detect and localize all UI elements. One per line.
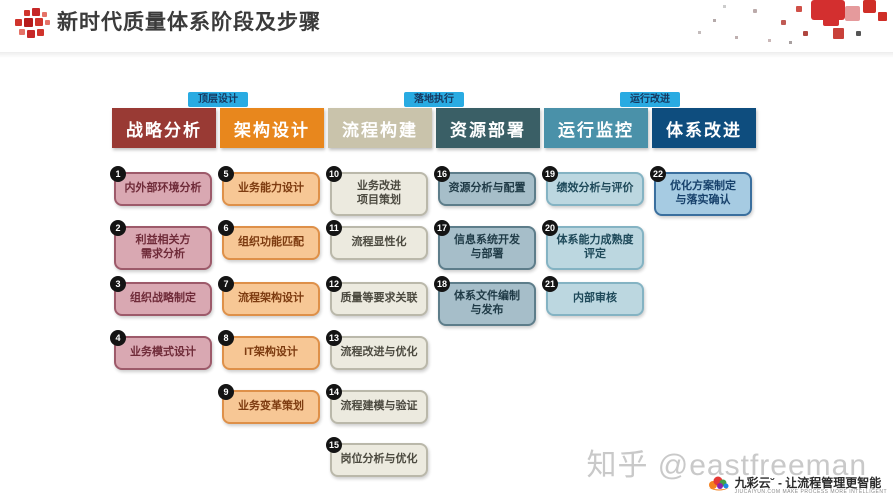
step-number-badge: 4	[110, 330, 126, 346]
step-box-11: 11 流程显性化	[326, 220, 428, 260]
step-label: 业务模式设计	[130, 346, 196, 359]
step-box-9: 9 业务变革策划	[218, 384, 320, 424]
step-label: 流程建模与验证	[340, 400, 418, 413]
step-label: 绩效分析与评价	[556, 182, 634, 195]
step-label: 流程显性化	[351, 236, 407, 249]
step-number-badge: 3	[110, 276, 126, 292]
stage-header-process-construction: 流程构建	[328, 108, 432, 148]
step-number-badge: 9	[218, 384, 234, 400]
step-number-badge: 11	[326, 220, 342, 236]
step-label: 业务能力设计	[238, 182, 304, 195]
step-label: 业务变革策划	[238, 400, 304, 413]
page-title: 新时代质量体系阶段及步骤	[57, 11, 321, 34]
step-number-badge: 17	[434, 220, 450, 236]
step-label: 体系能力成熟度 评定	[556, 234, 634, 260]
step-label: 信息系统开发 与部署	[454, 234, 520, 260]
step-label: 业务改进 项目策划	[357, 180, 401, 206]
step-number-badge: 5	[218, 166, 234, 182]
footer-brand: 九彩云˘ - 让流程管理更智能 JIUCAIYUN.COM MAKE PROCE…	[707, 475, 887, 497]
phase-tag-1: 落地执行	[404, 92, 464, 107]
stage-header-system-improvement: 体系改进	[652, 108, 756, 148]
step-label: 内部审核	[573, 292, 617, 305]
footer-brand-line: 九彩云˘ - 让流程管理更智能	[734, 476, 882, 490]
step-label: 资源分析与配置	[448, 182, 526, 195]
step-number-badge: 12	[326, 276, 342, 292]
step-box-10: 10 业务改进 项目策划	[326, 166, 428, 216]
step-label: 质量等要求关联	[340, 292, 418, 305]
stage-header-operation-monitoring: 运行监控	[544, 108, 648, 148]
step-number-badge: 20	[542, 220, 558, 236]
step-box-3: 3 组织战略制定	[110, 276, 212, 316]
step-label: 组织功能匹配	[238, 236, 304, 249]
brand-squares-icon	[15, 8, 51, 45]
phase-tag-0: 顶层设计	[188, 92, 248, 107]
step-label: 利益相关方 需求分析	[135, 234, 191, 260]
step-number-badge: 14	[326, 384, 342, 400]
step-box-21: 21 内部审核	[542, 276, 644, 316]
step-label: IT架构设计	[244, 346, 298, 359]
step-number-badge: 21	[542, 276, 558, 292]
step-label: 优化方案制定 与落实确认	[670, 180, 736, 206]
step-number-badge: 19	[542, 166, 558, 182]
step-number-badge: 16	[434, 166, 450, 182]
step-box-4: 4 业务模式设计	[110, 330, 212, 370]
title-bar: 新时代质量体系阶段及步骤	[0, 0, 893, 52]
step-box-6: 6 组织功能匹配	[218, 220, 320, 260]
step-box-2: 2 利益相关方 需求分析	[110, 220, 212, 270]
stage-header-resource-deployment: 资源部署	[436, 108, 540, 148]
step-number-badge: 8	[218, 330, 234, 346]
step-label: 内外部环境分析	[124, 182, 202, 195]
step-number-badge: 22	[650, 166, 666, 182]
step-number-badge: 2	[110, 220, 126, 236]
phase-tag-2: 运行改进	[620, 92, 680, 107]
watermark: 知乎 @eastfreeman	[586, 449, 867, 482]
step-label: 体系文件编制 与发布	[454, 290, 520, 316]
step-number-badge: 15	[326, 437, 342, 453]
confetti-decoration-icon	[693, 0, 893, 53]
step-number-badge: 7	[218, 276, 234, 292]
step-number-badge: 10	[326, 166, 342, 182]
step-label: 组织战略制定	[130, 292, 196, 305]
step-label: 流程架构设计	[238, 292, 304, 305]
step-number-badge: 1	[110, 166, 126, 182]
step-label: 流程改进与优化	[340, 346, 418, 359]
step-number-badge: 18	[434, 276, 450, 292]
step-number-badge: 6	[218, 220, 234, 236]
cloud-logo-icon	[707, 475, 731, 497]
footer-sub-line: JIUCAIYUN.COM MAKE PROCESS MORE INTELLIG…	[734, 489, 887, 495]
step-number-badge: 13	[326, 330, 342, 346]
step-box-5: 5 业务能力设计	[218, 166, 320, 206]
step-box-7: 7 流程架构设计	[218, 276, 320, 316]
titlebar-divider	[0, 52, 893, 58]
stage-header-strategy-analysis: 战略分析	[112, 108, 216, 148]
step-label: 岗位分析与优化	[340, 453, 418, 466]
stage-header-architecture-design: 架构设计	[220, 108, 324, 148]
